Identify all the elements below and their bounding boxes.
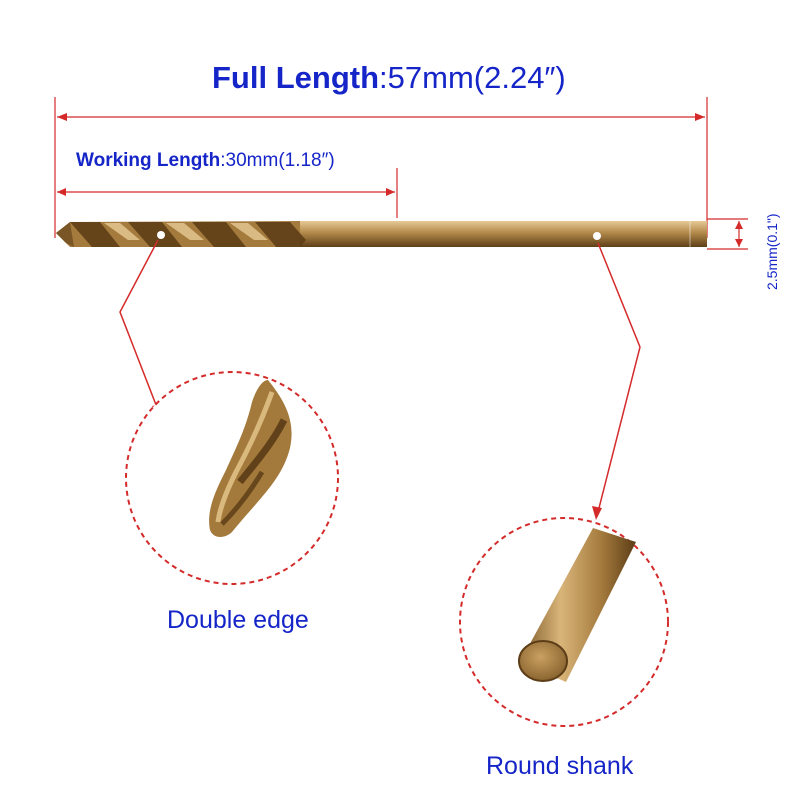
round-shank-end-cap — [518, 640, 568, 682]
double-edge-tip-image — [209, 380, 292, 537]
double-edge-zoom — [125, 371, 339, 585]
drill-tip — [56, 222, 74, 247]
round-shank-zoom — [459, 517, 669, 727]
working-length-value: :30mm(1.18″) — [220, 150, 335, 171]
full-length-label: Full Length:57mm(2.24″) — [212, 60, 566, 96]
diameter-dimension — [707, 218, 748, 250]
full-length-value: :57mm(2.24″) — [379, 60, 566, 95]
full-length-dimension — [54, 97, 708, 238]
round-shank-caption: Round shank — [486, 752, 634, 780]
full-length-title: Full Length — [212, 60, 380, 95]
flute-highlights — [104, 223, 268, 240]
working-length-dimension — [57, 168, 398, 218]
flute-pattern — [70, 222, 306, 247]
drill-bit — [56, 221, 707, 247]
drill-shank — [300, 221, 707, 247]
working-length-label: Working Length:30mm(1.18″) — [76, 150, 335, 172]
double-edge-caption: Double edge — [167, 606, 309, 634]
marker-dot-right — [593, 232, 601, 240]
working-length-title: Working Length — [76, 150, 221, 171]
marker-dot-left — [157, 231, 165, 239]
diameter-label: 2.5mm(0.1") — [764, 213, 780, 290]
